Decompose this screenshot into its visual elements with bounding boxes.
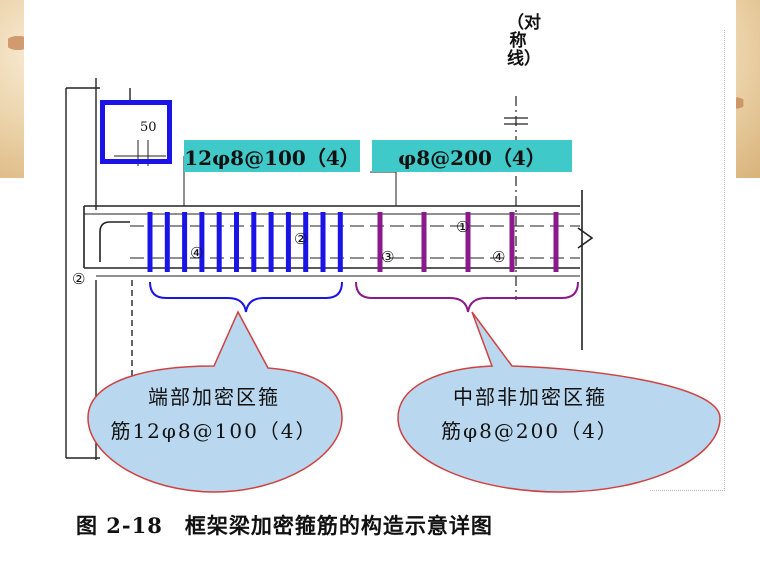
end-zone-callout-bubble — [87, 310, 343, 493]
end-zone-spec-label: 12φ8@100（4） — [184, 140, 360, 172]
rebar-markers: ① ② ② ③ ④ ④ — [72, 218, 505, 288]
highlight-marker-box — [100, 100, 172, 164]
mid-zone-callout-text: 中部非加密区箍 筋φ8@200（4） — [400, 380, 660, 448]
end-zone-brace — [149, 281, 343, 313]
end-zone-callout-line-1: 端部加密区箍 — [148, 385, 280, 409]
beam-outline — [83, 190, 594, 350]
mid-zone-callout-line-1: 中部非加密区箍 — [453, 385, 607, 409]
mid-zone-spec-label: φ8@200（4） — [372, 140, 572, 172]
figure-caption: 图 2-18 框架梁加密箍筋的构造示意详图 — [76, 513, 493, 538]
mid-zone-callout-line-2: 筋φ8@200（4） — [441, 419, 619, 443]
marker-4: ④ — [190, 244, 203, 262]
marker-2: ② — [294, 230, 307, 248]
mid-zone-callout-bubble — [397, 311, 721, 493]
dotted-frame — [650, 30, 725, 491]
end-zone-callout-text: 端部加密区箍 筋12φ8@100（4） — [84, 380, 344, 448]
dimension-value: 50 — [140, 120, 157, 135]
mid-zone-brace — [355, 281, 579, 313]
end-zone-stirrups — [147, 212, 343, 272]
symmetry-line — [504, 96, 528, 300]
marker-2-column: ② — [72, 270, 85, 288]
marker-1: ① — [456, 218, 469, 236]
marker-3: ③ — [381, 248, 394, 266]
end-zone-callout-line-2: 筋12φ8@100（4） — [110, 419, 318, 443]
marker-4-right: ④ — [492, 248, 505, 266]
mid-zone-stirrups — [377, 212, 559, 272]
symmetry-line-label: （对称线） — [507, 13, 541, 69]
